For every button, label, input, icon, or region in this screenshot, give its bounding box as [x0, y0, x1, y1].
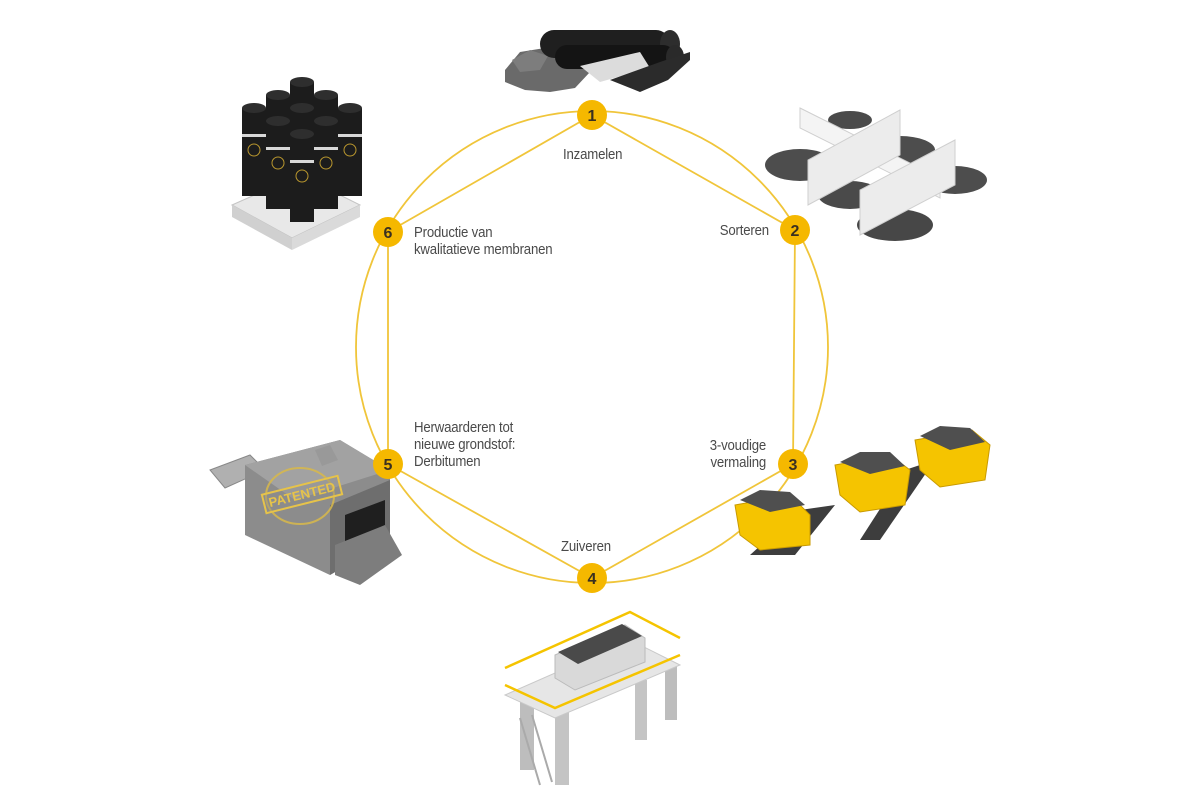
step-label-6-line-1: Productie van — [414, 224, 493, 241]
illustration-purification — [503, 610, 682, 786]
step-badge-number: 5 — [384, 457, 393, 474]
step-label-5: Herwaarderen tot nieuwe grondstof: Derbi… — [414, 419, 515, 470]
step-label-4: Zuiveren — [561, 538, 611, 555]
membrane-roll — [338, 103, 362, 196]
step-label-1-line: Inzamelen — [563, 146, 623, 163]
step-label-2-line: Sorteren — [719, 222, 769, 239]
step-nodes: 1 2 3 4 5 6 — [373, 100, 810, 593]
membrane-roll — [242, 103, 266, 196]
step-label-6: Productie van kwalitatieve membranen — [414, 224, 553, 258]
illustration-revaluation — [209, 440, 402, 585]
step-label-6-line-2: kwalitatieve membranen — [414, 241, 553, 258]
illustration-sorting — [765, 107, 987, 241]
step-label-3-line-1: 3-voudige — [709, 437, 767, 454]
membrane-roll — [314, 116, 338, 209]
step-badge-3: 3 — [778, 449, 808, 479]
step-badge-circle — [373, 217, 403, 247]
membrane-roll — [290, 129, 314, 222]
illustration-collection — [505, 30, 690, 92]
step-label-5-line-2: nieuwe grondstof: — [414, 436, 516, 453]
membrane-roll — [266, 116, 290, 209]
illustration-production — [230, 77, 362, 250]
step-label-2: Sorteren — [720, 222, 769, 239]
step-badge-number: 1 — [588, 108, 597, 125]
step-label-5-line-3: Derbitumen — [414, 453, 481, 470]
step-badge-circle — [577, 100, 607, 130]
step-label-3: 3-voudige vermaling — [709, 437, 767, 471]
step-label-1: Inzamelen — [563, 146, 623, 163]
step-label-3-line-2: vermaling — [710, 454, 766, 471]
step-badge-circle — [780, 215, 810, 245]
step-label-5-line-1: Herwaarderen tot — [414, 419, 514, 436]
step-badge-circle — [577, 563, 607, 593]
step-badge-number: 6 — [384, 225, 393, 242]
step-badge-4: 4 — [577, 563, 607, 593]
step-badge-5: 5 — [373, 449, 403, 479]
step-badge-2: 2 — [780, 215, 810, 245]
step-badge-circle — [373, 449, 403, 479]
step-badge-number: 4 — [588, 571, 597, 588]
membrane-rolls — [242, 77, 362, 222]
step-badge-circle — [778, 449, 808, 479]
step-badge-number: 2 — [791, 223, 800, 240]
step-label-4-line: Zuiveren — [561, 538, 611, 555]
step-badge-number: 3 — [789, 457, 798, 474]
step-badge-6: 6 — [373, 217, 403, 247]
cycle-hexagon — [387, 113, 796, 580]
illustration-grinding — [734, 426, 991, 555]
step-badge-1: 1 — [577, 100, 607, 130]
